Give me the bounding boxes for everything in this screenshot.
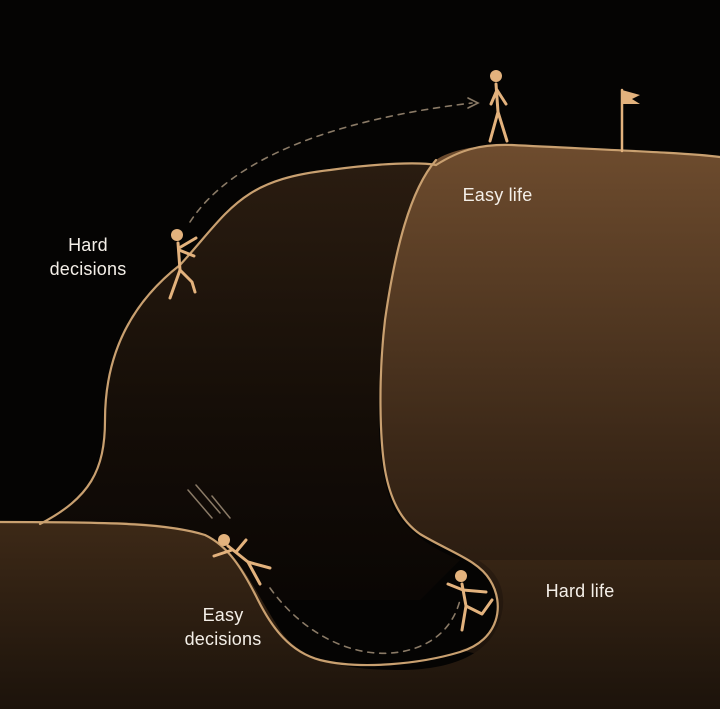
hard-life-text: Hard life	[545, 581, 615, 601]
easy-decisions-line-1: Easy	[202, 605, 244, 625]
easy-life-text: Easy life	[462, 185, 533, 205]
dashed-jump-path	[189, 102, 473, 223]
lower-ground	[0, 522, 720, 709]
climbing-figure-icon	[168, 229, 198, 300]
arrowhead-icon	[467, 97, 480, 109]
hard-decisions-line-2: decisions	[49, 259, 127, 279]
dashed-paths	[189, 102, 473, 654]
hard-decisions-label: Hard decisions	[28, 233, 148, 281]
easy-decisions-line-2: decisions	[184, 629, 262, 649]
hard-decisions-line-1: Hard	[68, 235, 108, 255]
sliding-figure-icon	[212, 534, 272, 586]
hard-life-label: Hard life	[525, 579, 635, 603]
struggling-figure-icon	[446, 570, 494, 632]
dashed-fall-path	[269, 587, 461, 654]
flag-icon	[620, 88, 640, 153]
easy-decisions-label: Easy decisions	[163, 603, 283, 651]
hard-decisions-hill	[40, 163, 460, 600]
easy-life-label: Easy life	[440, 183, 555, 207]
walking-figure-icon	[488, 70, 509, 143]
motion-lines	[187, 484, 231, 519]
